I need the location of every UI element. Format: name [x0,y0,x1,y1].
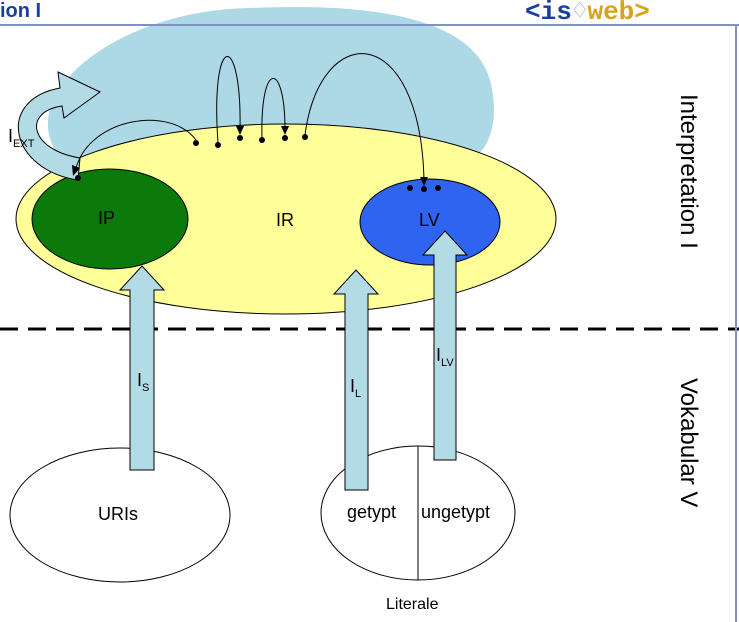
i-lv-label: ILV [436,345,454,369]
arrow-i-l [332,269,380,491]
ip-ellipse [31,168,189,270]
dot [193,140,199,146]
dot [421,186,427,192]
arc-3 [261,78,286,139]
dot [407,185,413,191]
arrowhead-1 [72,165,80,176]
ir-ellipse [15,123,557,315]
element-dots [75,134,441,192]
header-rule [0,24,739,26]
i-lv-sub: LV [441,357,454,369]
arc-1 [75,119,197,169]
uris-ellipse [9,447,231,583]
arc-4 [304,53,425,181]
uris-label: URIs [98,504,138,524]
arrowhead-3 [281,126,289,135]
arc-arrowheads [72,126,428,186]
i-l-base: I [350,376,356,396]
dot [215,142,221,148]
i-l-label: IL [350,376,361,400]
dot [435,185,441,191]
getypt-label: getypt [347,502,397,522]
dot [259,137,265,143]
arc-2 [216,56,241,144]
dot [75,175,81,181]
interpretation-section-label: Interpretation I [675,94,702,249]
lv-label: LV [419,210,440,230]
logo-part2: web> [587,0,650,27]
arrowhead-4 [420,177,428,186]
arrow-i-lv [421,230,469,461]
dot [237,135,243,141]
extension-arcs [75,53,425,181]
i-l-sub: L [355,388,362,400]
i-s-label: IS [137,370,149,394]
isweb-logo: <is♢web> [525,0,650,26]
i-s-base: I [137,370,143,390]
ir-label: IR [276,210,294,230]
lv-ellipse [359,178,501,266]
arrow-i-ext [18,71,101,181]
i-lv-base: I [436,345,442,365]
ungetypt-label: ungetypt [421,502,491,522]
property-cloud [47,6,494,166]
dot [302,134,308,140]
ip-label: IP [98,208,116,228]
logo-part1: <is [525,0,572,27]
i-ext-sub: EXT [13,138,35,150]
i-ext-label: IEXT [8,126,34,150]
i-s-sub: S [142,382,150,394]
i-ext-base: I [8,126,14,146]
vokabular-section-label: Vokabular V [675,378,702,508]
dot [282,135,288,141]
arrow-i-s [118,265,166,471]
arrowhead-2 [236,126,244,135]
logo-symbol: ♢ [571,0,588,27]
literale-label: Literale [386,596,439,613]
slide-title: ion I [0,0,42,22]
